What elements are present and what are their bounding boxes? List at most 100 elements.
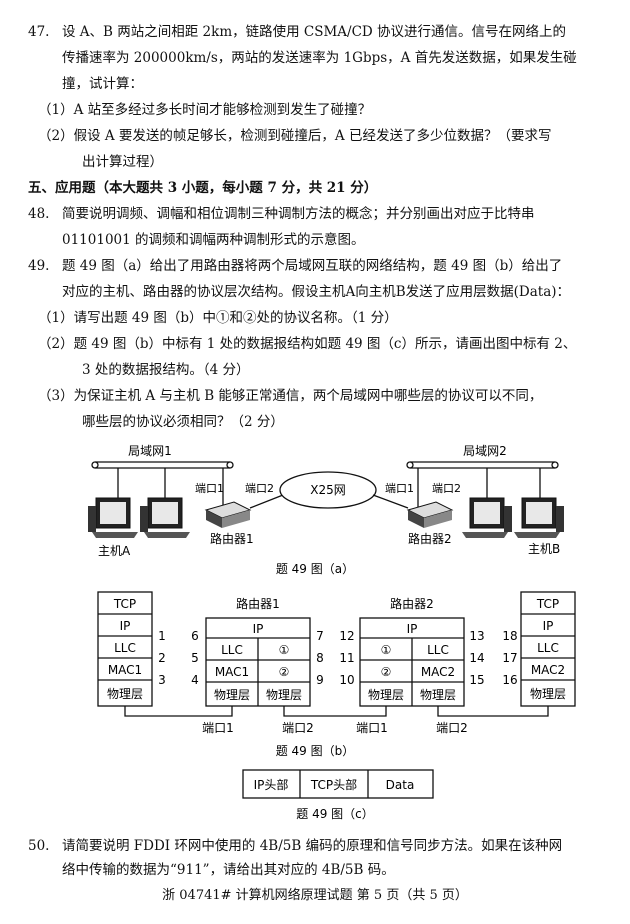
q47-line3: 撞，试计算： — [62, 76, 143, 92]
hostB-layer-physical: 物理层 — [530, 687, 566, 701]
router1-port1-label: 端口1 — [195, 482, 224, 495]
hostB-layer-tcp: TCP — [536, 597, 559, 611]
x25-label: X25网 — [310, 483, 346, 497]
router1-right-blank1: ① — [279, 643, 290, 657]
router1-port1-label: 端口1 — [202, 721, 234, 735]
hostB-computer-1-icon — [462, 497, 512, 538]
hostA-layer-mac: MAC1 — [108, 663, 142, 677]
figure-49c: IP头部 TCP头部 Data 题 49 图（c） — [242, 769, 434, 821]
figure-49c-caption: 题 49 图（c） — [296, 807, 374, 821]
ref-number: 3 — [158, 673, 166, 687]
router1-port2-label: 端口2 — [245, 482, 274, 495]
q47-line2: 传播速率为 200000km/s，两站的发送速率为 1Gbps，A 首先发送数据… — [62, 50, 577, 66]
ref-number: 1 — [158, 629, 166, 643]
hostB-layer-mac: MAC2 — [531, 663, 565, 677]
router2-port2-label: 端口2 — [436, 721, 468, 735]
hostB-layer-llc: LLC — [537, 641, 559, 655]
hostB-computer-2-icon — [514, 497, 564, 538]
router2-label: 路由器2 — [408, 531, 452, 546]
page-footer: 浙 04741# 计算机网络原理试题 第 5 页（共 5 页） — [162, 888, 468, 903]
router1-left-llc: LLC — [221, 643, 243, 657]
lan1-label: 局域网1 — [128, 444, 172, 458]
router1-right-blank2: ② — [279, 665, 290, 679]
figure-49b-caption: 题 49 图（b） — [276, 744, 355, 758]
router2-title: 路由器2 — [390, 596, 434, 611]
ref-number: 6 — [191, 629, 199, 643]
router1-left-mac: MAC1 — [215, 665, 249, 679]
router1-title: 路由器1 — [236, 596, 280, 611]
data-cell: Data — [386, 778, 415, 792]
ref-number: 12 — [339, 629, 354, 643]
ref-number: 2 — [158, 651, 166, 665]
ref-number: 16 — [502, 673, 517, 687]
figure-49a: 局域网1 局域网2 主机A — [88, 444, 564, 576]
hostB-label: 主机B — [528, 542, 560, 556]
hostB-layer-ip: IP — [543, 619, 554, 633]
ref-number: 15 — [469, 673, 484, 687]
router1-icon — [204, 501, 252, 528]
ref-number: 17 — [502, 651, 517, 665]
router1-label: 路由器1 — [210, 531, 254, 546]
lan2-label: 局域网2 — [463, 444, 507, 458]
router1-right-physical: 物理层 — [266, 688, 302, 702]
q49-sub1: （1）请写出题 49 图（b）中①和②处的协议名称。（1 分） — [38, 310, 398, 326]
router2-port1-label: 端口1 — [385, 482, 414, 495]
ref-number: 9 — [316, 673, 324, 687]
hostA-layer-llc: LLC — [114, 641, 136, 655]
router1-layer-ip: IP — [253, 622, 264, 636]
q50-line1: 请简要说明 FDDI 环网中使用的 4B/5B 编码的原理和信号同步方法。如果在… — [62, 838, 563, 854]
ref-number: 18 — [502, 629, 517, 643]
q49-line2: 对应的主机、路由器的协议层次结构。假设主机A向主机B发送了应用层数据(Data)… — [62, 284, 571, 300]
hostA-computer-2-icon — [140, 497, 190, 538]
figure-49b: TCP IP LLC MAC1 物理层 TCP IP LLC MAC2 物理层 … — [97, 591, 576, 758]
ref-number: 7 — [316, 629, 324, 643]
q49-sub3a: （3）为保证主机 A 与主机 B 能够正常通信，两个局域网中哪些层的协议可以不同… — [38, 388, 543, 404]
router2-right-mac: MAC2 — [421, 665, 455, 679]
ref-number: 5 — [191, 651, 199, 665]
q48-line2: 01101001 的调频和调幅两种调制形式的示意图。 — [62, 232, 365, 248]
q49-number: 49. — [28, 258, 50, 274]
hostA-label: 主机A — [98, 544, 131, 558]
q49-line1: 题 49 图（a）给出了用路由器将两个局域网互联的网络结构，题 49 图（b）给… — [62, 258, 563, 274]
ip-header-cell: IP头部 — [254, 777, 289, 792]
q47-sub2a: （2）假设 A 要发送的帧足够长，检测到碰撞后，A 已经发送了多少位数据？（要求… — [38, 128, 552, 144]
tcp-header-cell: TCP头部 — [310, 777, 357, 792]
q49-sub2b: 3 处的数据报结构。（4 分） — [82, 362, 250, 378]
ref-number: 13 — [469, 629, 484, 643]
q49-sub2a: （2）题 49 图（b）中标有 1 处的数据报结构如题 49 图（c）所示，请画… — [38, 336, 577, 352]
ref-number: 4 — [191, 673, 199, 687]
lan2-bus — [406, 461, 559, 508]
router2-port1-label: 端口1 — [356, 721, 388, 735]
router2-left-physical: 物理层 — [368, 688, 404, 702]
router2-right-llc: LLC — [427, 643, 449, 657]
q47-line1: 设 A、B 两站之间相距 2km，链路使用 CSMA/CD 协议进行通信。信号在… — [62, 24, 567, 40]
q48-number: 48. — [28, 206, 50, 222]
hostA-layer-physical: 物理层 — [107, 687, 143, 701]
router1-port2-label: 端口2 — [282, 721, 314, 735]
figure-49a-caption: 题 49 图（a） — [276, 562, 354, 576]
hostA-computer-1-icon — [88, 497, 138, 538]
router2-icon — [406, 501, 454, 528]
hostA-layer-tcp: TCP — [113, 597, 136, 611]
lan1-bus — [91, 461, 234, 508]
q50-line2: 络中传输的数据为“911”，请给出其对应的 4B/5B 码。 — [62, 862, 395, 878]
router2-port2-label: 端口2 — [432, 482, 461, 495]
router2-right-physical: 物理层 — [420, 688, 456, 702]
ref-number: 10 — [339, 673, 354, 687]
hostA-layer-ip: IP — [120, 619, 131, 633]
router2-left-blank2: ② — [381, 665, 392, 679]
q47-number: 47. — [28, 24, 50, 40]
router2-layer-ip: IP — [407, 622, 418, 636]
router1-left-physical: 物理层 — [214, 688, 250, 702]
router2-left-blank1: ① — [381, 643, 392, 657]
ref-number: 11 — [339, 651, 354, 665]
q47-sub1: （1）A 站至多经过多长时间才能够检测到发生了碰撞？ — [38, 102, 372, 118]
q47-sub2b: 出计算过程） — [82, 154, 163, 170]
section-heading: 五、应用题（本大题共 3 小题，每小题 7 分，共 21 分） — [28, 180, 378, 196]
q50-number: 50. — [28, 838, 50, 854]
q49-sub3b: 哪些层的协议必须相同？（2 分） — [82, 414, 284, 430]
q48-line1: 简要说明调频、调幅和相位调制三种调制方法的概念；并分别画出对应于比特串 — [62, 206, 535, 222]
x25-network-icon — [279, 471, 377, 509]
ref-number: 14 — [469, 651, 484, 665]
